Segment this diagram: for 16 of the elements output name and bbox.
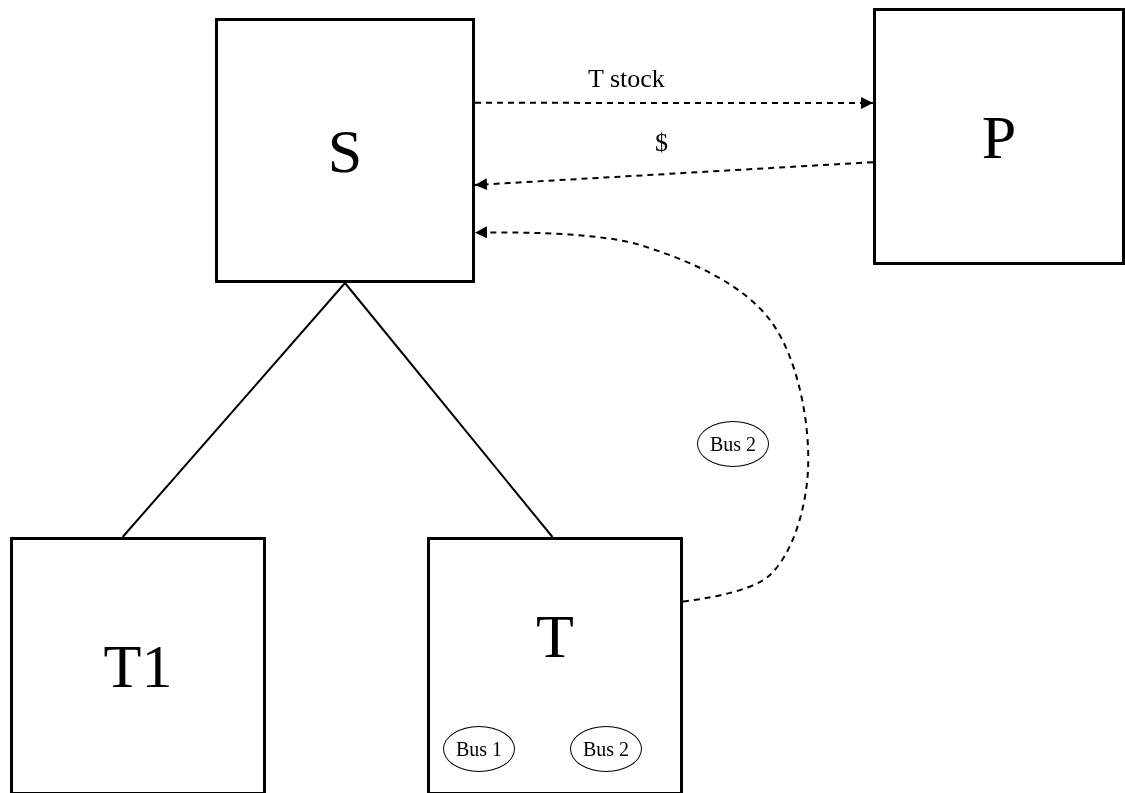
entity-box bbox=[215, 18, 475, 283]
node-label: P bbox=[981, 105, 1017, 168]
entity-box bbox=[10, 537, 266, 793]
entity-box bbox=[427, 537, 683, 793]
dashed-arrow bbox=[474, 161, 874, 191]
node-label: S bbox=[327, 119, 363, 182]
node-label: Bus 2 bbox=[709, 434, 757, 454]
connector-line bbox=[121, 282, 346, 538]
node-label: Bus 2 bbox=[582, 739, 630, 759]
connector-line bbox=[344, 282, 554, 538]
entity-box bbox=[873, 8, 1125, 265]
node-label: T bbox=[536, 605, 574, 667]
node-label: T1 bbox=[103, 635, 173, 697]
node-label: Bus 1 bbox=[455, 739, 503, 759]
dashed-arrow bbox=[474, 226, 810, 603]
dashed-arrow bbox=[474, 97, 874, 110]
